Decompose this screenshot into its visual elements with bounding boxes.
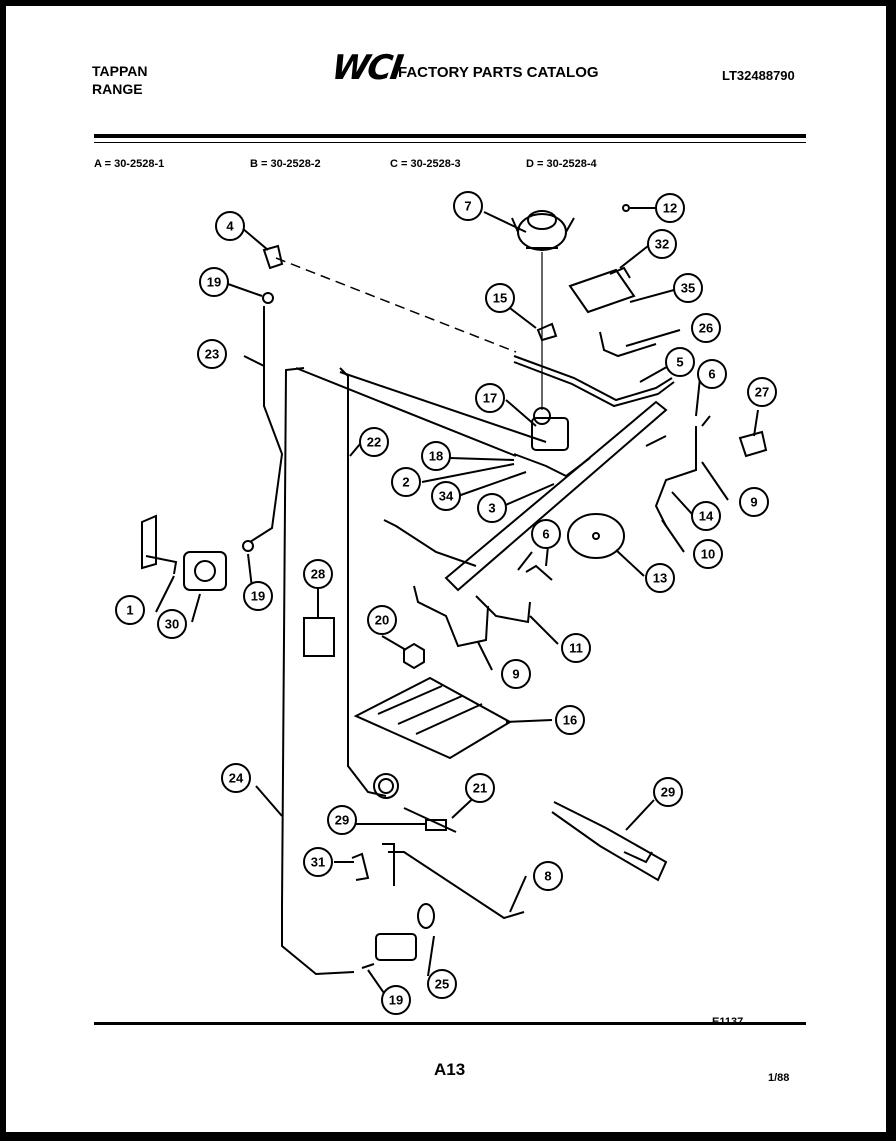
svg-text:1: 1	[126, 603, 133, 618]
callout-26: 26	[691, 313, 721, 343]
callout-19-bottom: 19	[381, 985, 411, 1015]
catalog-title: FACTORY PARTS CATALOG	[398, 64, 599, 81]
callout-6-mid: 6	[531, 519, 561, 549]
footer-rule	[94, 1022, 806, 1025]
svg-text:6: 6	[708, 367, 715, 382]
callout-13: 13	[645, 563, 675, 593]
callout-5: 5	[665, 347, 695, 377]
svg-text:32: 32	[655, 237, 669, 252]
brand-block: TAPPAN RANGE	[92, 62, 147, 98]
svg-text:5: 5	[676, 355, 683, 370]
page-number: A13	[434, 1060, 466, 1079]
callout-34: 34	[431, 481, 461, 511]
callout-14: 14	[691, 501, 721, 531]
svg-text:13: 13	[653, 571, 667, 586]
svg-text:22: 22	[367, 435, 381, 450]
model-c: C = 30-2528-3	[390, 158, 461, 170]
svg-text:4: 4	[226, 219, 234, 234]
svg-text:30: 30	[165, 617, 179, 632]
svg-text:34: 34	[439, 489, 454, 504]
header-rule-thin	[94, 142, 806, 143]
callout-17: 17	[475, 383, 505, 413]
callout-32: 32	[647, 229, 677, 259]
svg-text:19: 19	[389, 993, 403, 1008]
callout-16: 16	[555, 705, 585, 735]
callout-15: 15	[485, 283, 515, 313]
callout-10: 10	[693, 539, 723, 569]
brand-name: TAPPAN	[92, 63, 148, 79]
callout-29-left: 29	[327, 805, 357, 835]
svg-text:12: 12	[663, 201, 677, 216]
svg-text:2: 2	[402, 475, 409, 490]
svg-text:23: 23	[205, 347, 219, 362]
model-a: A = 30-2528-1	[94, 158, 165, 170]
callout-9-right: 9	[739, 487, 769, 517]
svg-text:10: 10	[701, 547, 715, 562]
header-rule	[94, 134, 806, 138]
callout-25: 25	[427, 969, 457, 999]
svg-text:27: 27	[755, 385, 769, 400]
callout-19-mid: 19	[243, 581, 273, 611]
callout-labels: 4 19 23 1 30 19 7 12 32 35 15 26 5 6 27 …	[115, 191, 777, 1015]
callout-11: 11	[561, 633, 591, 663]
callout-23: 23	[197, 339, 227, 369]
catalog-date: 1/88	[768, 1072, 790, 1084]
svg-text:14: 14	[699, 509, 714, 524]
svg-text:35: 35	[681, 281, 695, 296]
svg-text:28: 28	[311, 567, 325, 582]
svg-text:20: 20	[375, 613, 389, 628]
callout-31: 31	[303, 847, 333, 877]
parts-sheet: TAPPAN RANGE WCI FACTORY PARTS CATALOG L…	[6, 6, 886, 1132]
svg-text:9: 9	[512, 667, 519, 682]
callout-1: 1	[115, 595, 145, 625]
svg-text:11: 11	[569, 641, 583, 656]
svg-text:16: 16	[563, 713, 577, 728]
svg-text:25: 25	[435, 977, 449, 992]
svg-text:3: 3	[488, 501, 495, 516]
svg-text:31: 31	[311, 855, 325, 870]
svg-text:19: 19	[251, 589, 265, 604]
callout-12: 12	[655, 193, 685, 223]
svg-text:29: 29	[661, 785, 675, 800]
svg-text:9: 9	[750, 495, 757, 510]
exploded-parts-diagram: 4 19 23 1 30 19 7 12 32 35 15 26 5 6 27 …	[115, 191, 777, 1015]
svg-text:15: 15	[493, 291, 507, 306]
svg-text:29: 29	[335, 813, 349, 828]
callout-21: 21	[465, 773, 495, 803]
catalog-part-number: LT32488790	[722, 68, 795, 83]
model-d: D = 30-2528-4	[526, 158, 597, 170]
callout-6-top: 6	[697, 359, 727, 389]
callout-35: 35	[673, 273, 703, 303]
svg-text:7: 7	[464, 199, 471, 214]
svg-text:19: 19	[207, 275, 221, 290]
callout-29-right: 29	[653, 777, 683, 807]
svg-text:17: 17	[483, 391, 497, 406]
callout-19-top: 19	[199, 267, 229, 297]
callout-27: 27	[747, 377, 777, 407]
callout-8: 8	[533, 861, 563, 891]
svg-text:26: 26	[699, 321, 713, 336]
callout-4: 4	[215, 211, 245, 241]
callout-30: 30	[157, 609, 187, 639]
callout-2: 2	[391, 467, 421, 497]
callout-20: 20	[367, 605, 397, 635]
callout-28: 28	[303, 559, 333, 589]
product-type: RANGE	[92, 81, 143, 97]
callout-9-mid: 9	[501, 659, 531, 689]
callout-7: 7	[453, 191, 483, 221]
callout-24: 24	[221, 763, 251, 793]
svg-text:6: 6	[542, 527, 549, 542]
svg-text:18: 18	[429, 449, 443, 464]
svg-text:21: 21	[473, 781, 487, 796]
callout-3: 3	[477, 493, 507, 523]
svg-text:24: 24	[229, 771, 244, 786]
callout-18: 18	[421, 441, 451, 471]
svg-text:8: 8	[544, 869, 551, 884]
model-b: B = 30-2528-2	[250, 158, 321, 170]
callout-22: 22	[359, 427, 389, 457]
